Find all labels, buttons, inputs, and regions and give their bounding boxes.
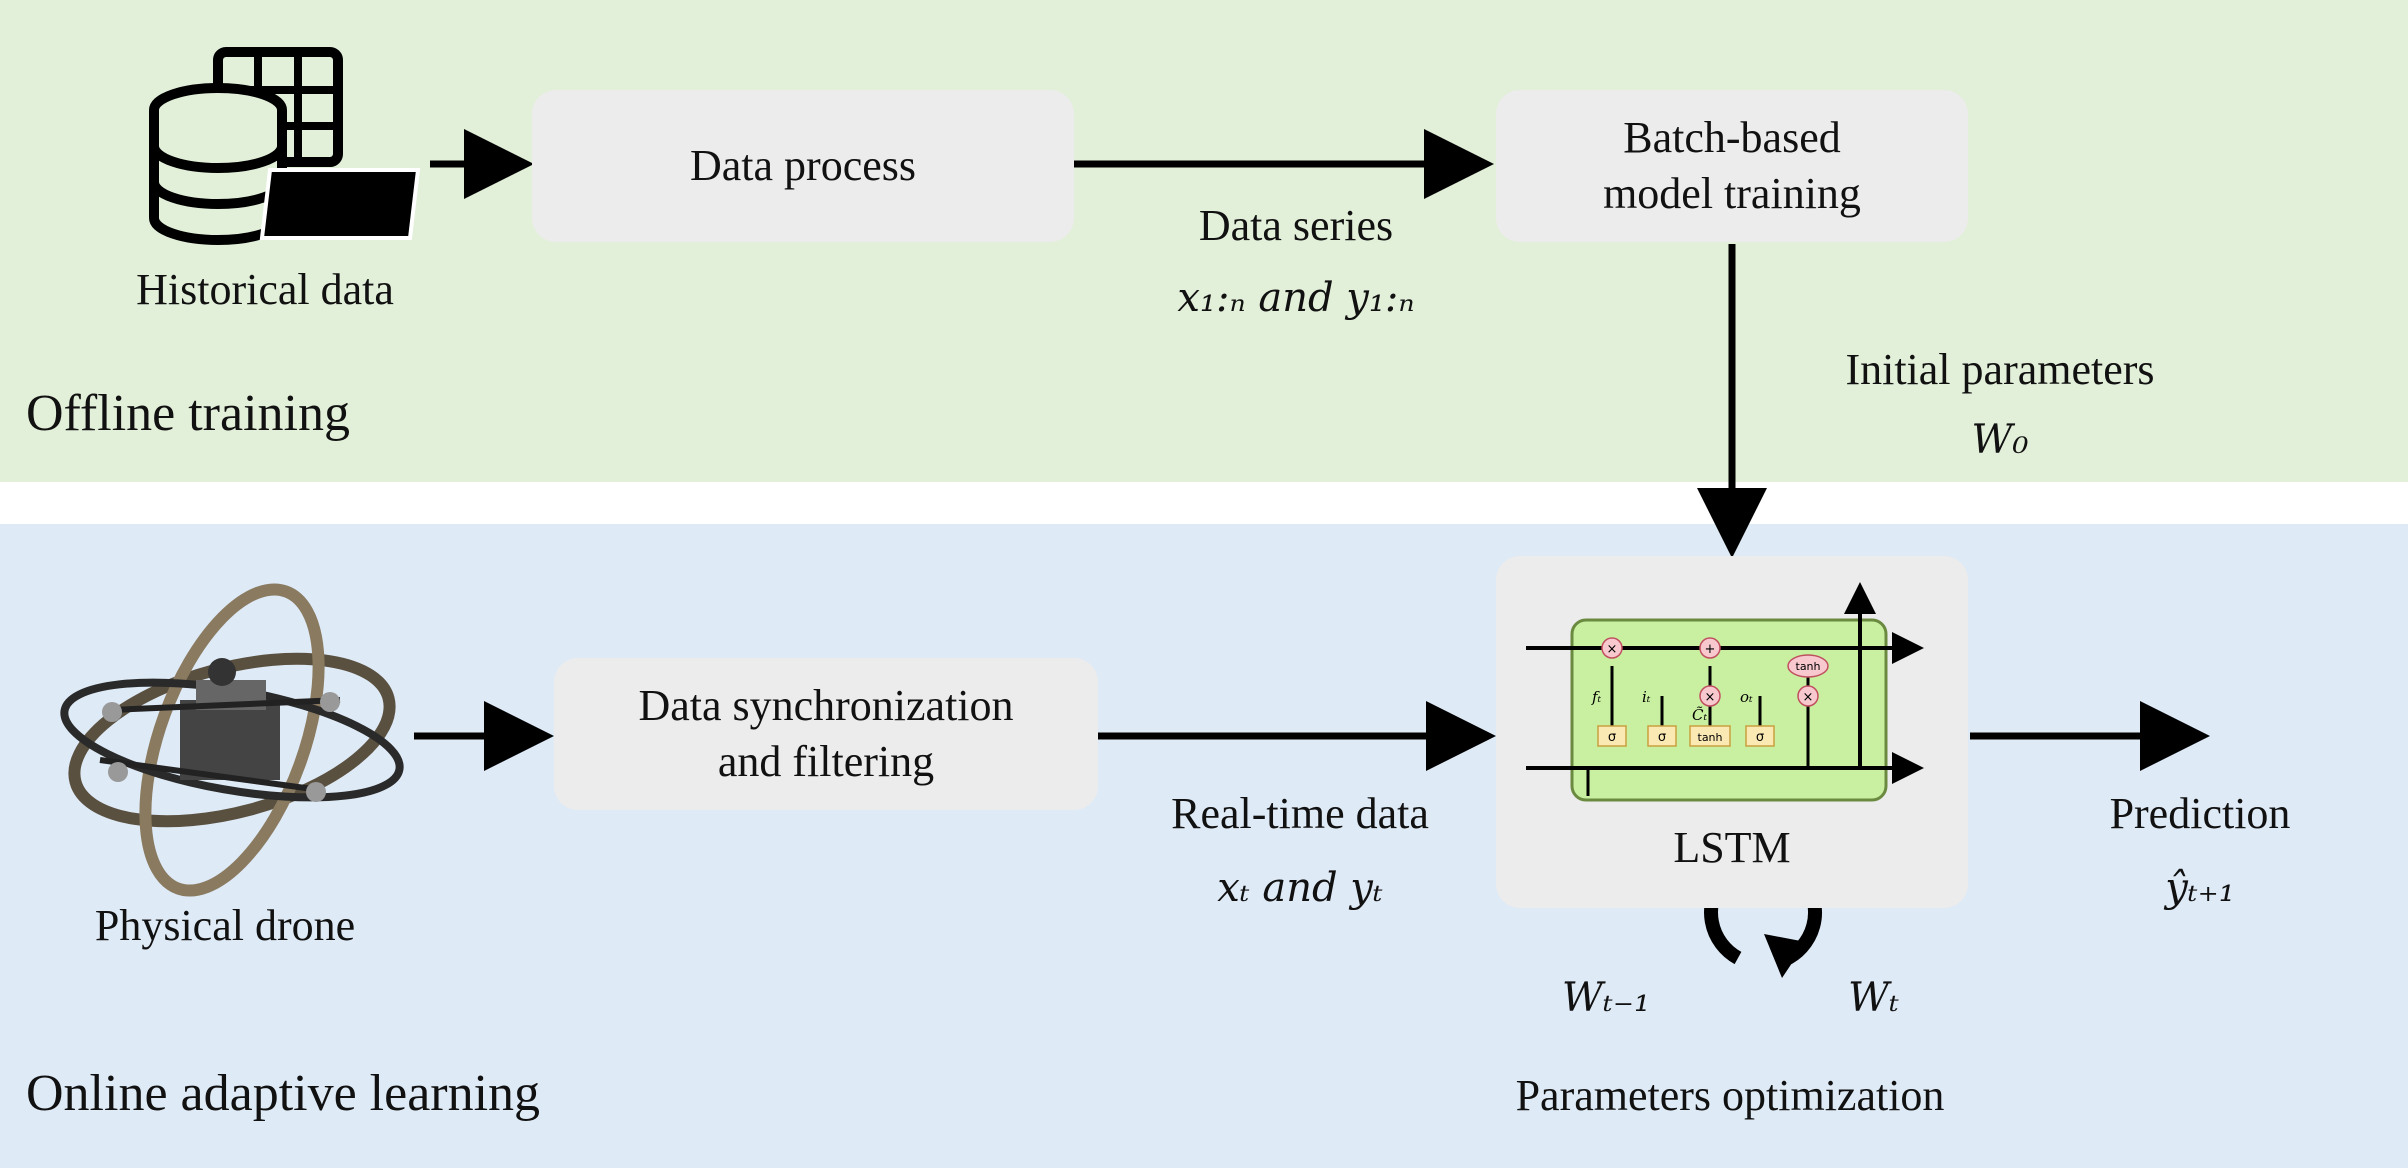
lstm-ops: × + × × tanh	[1601, 637, 1829, 707]
op-add: +	[1705, 642, 1716, 657]
batch-training-box: Batch-based model training	[1496, 90, 1968, 242]
batch-training-label-2: model training	[1603, 169, 1861, 218]
data-process-label: Data process	[689, 141, 916, 190]
data-series-label: Data series	[1198, 201, 1394, 250]
px4-logo	[259, 168, 421, 240]
initial-parameters-math: W₀	[1971, 417, 2029, 463]
realtime-data-math: xₜ and yₜ	[1217, 865, 1383, 911]
label-f: fₜ	[1591, 688, 1602, 706]
physical-drone-label: Physical drone	[94, 901, 356, 950]
historical-data-label: Historical data	[136, 265, 394, 314]
w-prev-label: Wₜ₋₁	[1561, 975, 1650, 1021]
op-output-mult: ×	[1803, 690, 1814, 705]
online-learning-region	[0, 524, 2408, 1168]
offline-training-region	[0, 0, 2408, 482]
data-process-box: Data process	[532, 90, 1074, 242]
realtime-data-label: Real-time data	[1171, 789, 1429, 838]
op-forget-mult: ×	[1607, 642, 1618, 657]
op-input-mult: ×	[1705, 690, 1716, 705]
sync-filter-label-2: and filtering	[717, 737, 935, 786]
gate-candidate: tanh	[1698, 731, 1723, 744]
w-curr-label: Wₜ	[1848, 975, 1899, 1021]
lstm-gates: σ σ tanh σ	[1597, 725, 1775, 747]
lstm-cell-diagram: σ σ tanh σ × + × × tanh fₜ iₜ C̃ₜ oₜ	[1526, 582, 1924, 802]
lstm-label: LSTM	[1673, 823, 1791, 872]
parameters-optimization-label: Parameters optimization	[1515, 1071, 1945, 1120]
initial-parameters-label: Initial parameters	[1845, 345, 2155, 394]
sync-filter-label-1: Data synchronization	[638, 681, 1014, 730]
lstm-gate-labels: fₜ iₜ C̃ₜ oₜ	[1591, 688, 1753, 724]
update-cycle-arrowhead	[1764, 934, 1806, 978]
gate-input: σ	[1658, 730, 1666, 745]
gate-forget: σ	[1608, 730, 1616, 745]
lstm-box: σ σ tanh σ × + × × tanh fₜ iₜ C̃ₜ oₜ LST…	[1496, 556, 1968, 908]
label-c: C̃ₜ	[1692, 706, 1707, 724]
prediction-math: ŷₜ₊₁	[2165, 865, 2235, 911]
label-i: iₜ	[1642, 688, 1651, 706]
label-o: oₜ	[1740, 688, 1753, 706]
drone-illustration	[60, 583, 404, 897]
online-section-title: Online adaptive learning	[26, 1065, 541, 1122]
data-series-math: x₁:ₙ and y₁:ₙ	[1177, 275, 1415, 321]
sync-filter-box: Data synchronization and filtering	[554, 658, 1098, 810]
batch-training-label-1: Batch-based	[1623, 113, 1841, 162]
op-tanh: tanh	[1796, 660, 1821, 673]
prediction-label: Prediction	[2109, 789, 2291, 838]
offline-section-title: Offline training	[26, 385, 350, 442]
gate-output: σ	[1756, 730, 1764, 745]
